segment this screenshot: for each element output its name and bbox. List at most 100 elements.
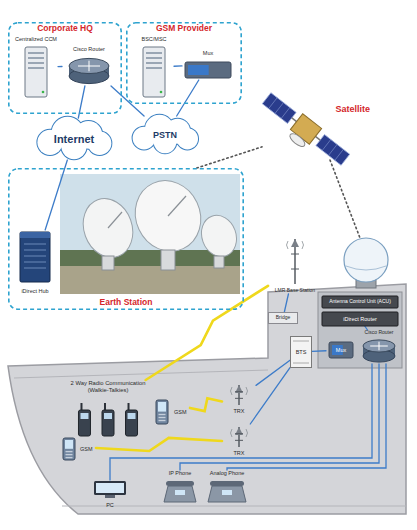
node-label: Mux	[182, 50, 234, 56]
panel-grid	[275, 103, 284, 114]
deck-line	[14, 370, 268, 378]
group-node: Corporate HQCentralized CCMCisco Router	[8, 22, 122, 114]
wire-connector	[58, 66, 62, 67]
pc-screen	[96, 483, 124, 493]
pc-node: PC	[92, 480, 128, 508]
phone-keys	[159, 417, 166, 418]
node-shape	[360, 330, 398, 364]
node-label: GSM	[174, 409, 190, 415]
satellite-dish	[75, 192, 141, 265]
dish-pedestal	[102, 256, 114, 270]
hub-cabinet	[20, 232, 50, 282]
server-node: BSC/MSC	[134, 36, 174, 98]
node-label: PSTN	[153, 130, 177, 140]
cloud-fill	[133, 115, 198, 153]
node-label-box: Satellite	[335, 104, 370, 114]
phone-handset	[166, 481, 194, 486]
node-label-box: Centralized CCM	[14, 36, 58, 42]
radio-link	[190, 398, 222, 411]
cloud-lobe	[154, 130, 177, 153]
antenna-tip	[291, 239, 299, 247]
rack-node: Antenna Control Unit (ACU)	[322, 296, 398, 308]
antenna-bar	[291, 254, 299, 255]
pc-monitor	[94, 481, 126, 495]
dish-feed	[108, 212, 122, 228]
cloud-lobe	[177, 128, 198, 149]
antenna-bar	[235, 391, 243, 392]
panel-grid	[328, 144, 337, 155]
server-bay	[28, 57, 44, 59]
node-label: Mux	[336, 347, 346, 353]
wire-connector	[250, 368, 290, 424]
node-label-box: iDirect Hub	[14, 288, 56, 294]
rack-node: iDirect Router	[322, 312, 398, 326]
node-label: BTS	[296, 349, 307, 355]
router-arrow	[89, 61, 90, 72]
cloud-outline	[133, 115, 198, 153]
solar-panel	[262, 93, 296, 124]
panel-grid	[322, 139, 331, 150]
rack-unit	[322, 296, 398, 308]
signal-wave	[246, 429, 248, 437]
radio-link	[96, 438, 222, 451]
phone-keys	[159, 420, 166, 421]
server-bay	[28, 52, 44, 54]
cloud-node: Internet	[34, 118, 114, 160]
satellite-dish	[288, 131, 307, 148]
node-label-box: PC	[92, 502, 128, 508]
radio-antenna	[104, 403, 106, 410]
server-icon	[25, 47, 47, 97]
desk-phone	[208, 486, 246, 502]
box-node: Bridge	[268, 312, 298, 324]
group-boundary	[9, 23, 121, 113]
phone-keys	[66, 451, 73, 452]
node-label: Antenna Control Unit (ACU)	[329, 299, 391, 305]
node-label: Cisco Router	[360, 330, 398, 336]
server-bay	[146, 62, 162, 64]
server-icon	[143, 47, 165, 97]
bts-cabinet	[291, 337, 312, 368]
mux-node: Mux	[326, 340, 356, 360]
node-label-box: 2 Way Radio Communication (Walkie-Talkie…	[66, 380, 150, 393]
node-label-box: PSTN	[130, 116, 200, 154]
node-label: TRX	[222, 408, 256, 414]
satellite-dish	[124, 170, 212, 262]
node-label: Internet	[54, 133, 94, 146]
dish-feed	[168, 196, 186, 216]
dish-pedestal	[161, 250, 175, 270]
equipment-rack	[318, 292, 402, 368]
walkie-node: 2 Way Radio Communication (Walkie-Talkie…	[66, 380, 150, 438]
bts-slot	[293, 363, 309, 364]
signal-wave	[231, 429, 233, 437]
node-label-box: BTS	[290, 336, 312, 368]
radio-antenna	[80, 403, 82, 410]
wire-connector	[312, 350, 326, 352]
hub-vent	[24, 268, 46, 269]
cloud-lobe	[177, 128, 198, 149]
satellite-dish	[196, 210, 242, 261]
node-label-box: LMR Base Station	[268, 288, 322, 294]
phone-handset	[210, 481, 244, 486]
cloud-node: PSTN	[130, 116, 200, 154]
signal-wave	[246, 387, 248, 395]
node-label: TRX	[222, 450, 256, 456]
hub-vent	[24, 256, 46, 257]
cloud-lobe	[154, 130, 177, 153]
server-bay	[28, 67, 44, 69]
node-label-box: Corporate HQ	[8, 24, 122, 34]
radio-screen	[104, 413, 112, 419]
signal-wave	[287, 241, 289, 249]
satellite-node: Satellite	[262, 86, 372, 172]
node-label: GSM Provider	[126, 24, 242, 34]
antenna-bar	[235, 398, 243, 399]
solar-panel	[316, 135, 350, 166]
pc-stand	[105, 495, 115, 498]
node-label: 2 Way Radio Communication (Walkie-Talkie…	[66, 380, 150, 393]
desk-phone	[164, 486, 196, 502]
walkie-talkie	[78, 410, 90, 436]
server-bay	[146, 52, 162, 54]
group-node: GSM ProviderBSC/MSC Mux	[126, 22, 242, 104]
wire-connector	[45, 160, 67, 230]
phone-keys	[159, 414, 166, 415]
